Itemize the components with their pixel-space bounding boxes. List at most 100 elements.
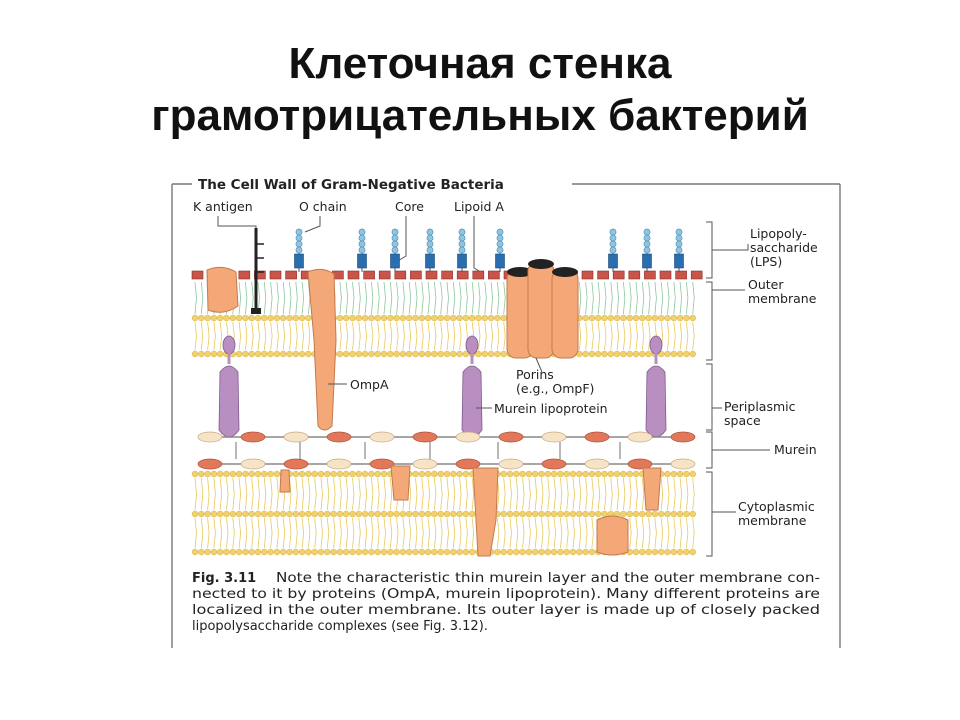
lipid-head	[664, 548, 671, 556]
caption-line-1: Note the characteristic thin murein laye…	[276, 571, 820, 586]
lipid-head	[374, 470, 381, 478]
lipid-head	[424, 510, 432, 518]
lps-head	[238, 270, 251, 280]
murein-unit	[498, 431, 524, 443]
lipid-head	[601, 314, 608, 322]
lipid-head	[550, 470, 558, 478]
lps-head	[394, 270, 407, 280]
o-chain-bead	[643, 234, 651, 242]
lipid-head	[456, 470, 463, 478]
lipid-head	[513, 548, 520, 556]
lipid-head	[380, 510, 388, 518]
lipid-head	[469, 548, 476, 556]
porins-leader	[535, 357, 543, 373]
lipid-head	[311, 470, 318, 478]
lipid-head	[456, 314, 463, 322]
lipoprotein-body	[645, 365, 667, 438]
lipid-head	[607, 350, 614, 358]
caption-line-4: lipopolysaccharide complexes (see Fig. 3…	[192, 619, 488, 634]
lipid-head	[569, 510, 577, 518]
o-chain-bead	[426, 246, 434, 254]
lipid-head	[229, 314, 237, 322]
murein-unit	[326, 458, 352, 470]
lipid-head	[576, 470, 583, 478]
lipid-head	[286, 548, 293, 556]
lipid-head	[248, 510, 255, 518]
lipid-head	[229, 470, 237, 478]
label-periplasmic-2: space	[724, 413, 761, 428]
lipid-head	[242, 510, 249, 518]
murein-unit	[541, 431, 567, 443]
lipid-head	[544, 470, 551, 478]
lipid-head	[651, 314, 659, 322]
o-chain-bead	[675, 228, 683, 236]
lipoprotein-head	[222, 335, 236, 355]
lipid-head	[330, 470, 337, 478]
lipid-head	[683, 470, 690, 478]
inner-membrane-proteins	[279, 465, 662, 557]
lipid-head	[261, 350, 268, 358]
lps-head	[612, 270, 625, 280]
lipid-head	[658, 510, 665, 518]
label-lps-3: (LPS)	[750, 254, 782, 269]
lipid-head	[216, 510, 224, 518]
lipid-head	[355, 510, 362, 518]
lipid-head	[292, 470, 299, 478]
murein-unit	[412, 458, 438, 470]
lipid-head	[683, 350, 690, 358]
label-porins: Porins	[516, 367, 554, 382]
murein-unit	[584, 431, 610, 443]
lipid-head	[437, 548, 444, 556]
lipid-head	[525, 510, 533, 518]
lipid-head	[550, 510, 558, 518]
lps-head	[597, 270, 609, 280]
core-block	[642, 253, 652, 269]
lipid-head	[374, 314, 381, 322]
lipid-head	[280, 510, 287, 518]
lipid-head	[607, 314, 614, 322]
lipid-head	[349, 548, 356, 556]
lipoprotein-neck	[470, 352, 474, 364]
lipid-head	[261, 548, 268, 556]
o-chain-bead	[358, 234, 366, 242]
lipid-head	[683, 510, 690, 518]
lipid-head	[343, 548, 350, 556]
lipid-head	[481, 350, 488, 358]
lipid-head	[311, 510, 318, 518]
lipoprotein-head	[649, 335, 663, 355]
lipid-head	[544, 548, 551, 556]
lipid-head	[349, 470, 356, 478]
murein-unit	[670, 458, 696, 470]
lipid-head	[305, 350, 312, 358]
lipid-head	[343, 470, 350, 478]
lipid-head	[298, 350, 306, 358]
lipid-head	[374, 510, 381, 518]
lipid-head	[582, 314, 589, 322]
o-chain-bead	[496, 228, 504, 236]
lipid-head	[210, 470, 218, 478]
core-block	[495, 253, 505, 269]
lipid-head	[380, 314, 388, 322]
lipid-head	[462, 470, 470, 478]
label-outer-1: Outer	[748, 277, 784, 292]
lipid-head	[273, 470, 281, 478]
lipid-head	[632, 314, 640, 322]
lipid-head	[198, 470, 205, 478]
lipid-head	[267, 548, 274, 556]
lipid-head	[368, 470, 375, 478]
lipid-head	[305, 314, 312, 322]
lipid-head	[317, 510, 325, 518]
lipid-head	[443, 314, 451, 322]
lipoprotein-neck	[654, 352, 658, 364]
lipid-head	[689, 314, 696, 322]
lipid-head	[450, 510, 457, 518]
lipid-head	[361, 314, 369, 322]
lipid-head	[330, 548, 337, 556]
lipid-head	[387, 510, 394, 518]
lipid-head	[431, 470, 438, 478]
o-chain-bead	[643, 246, 651, 254]
slide-title: Клеточная стенка грамотрицательных бакте…	[0, 38, 960, 142]
lipid-head	[588, 510, 596, 518]
lipid-head	[443, 510, 451, 518]
lipid-head	[216, 548, 224, 556]
